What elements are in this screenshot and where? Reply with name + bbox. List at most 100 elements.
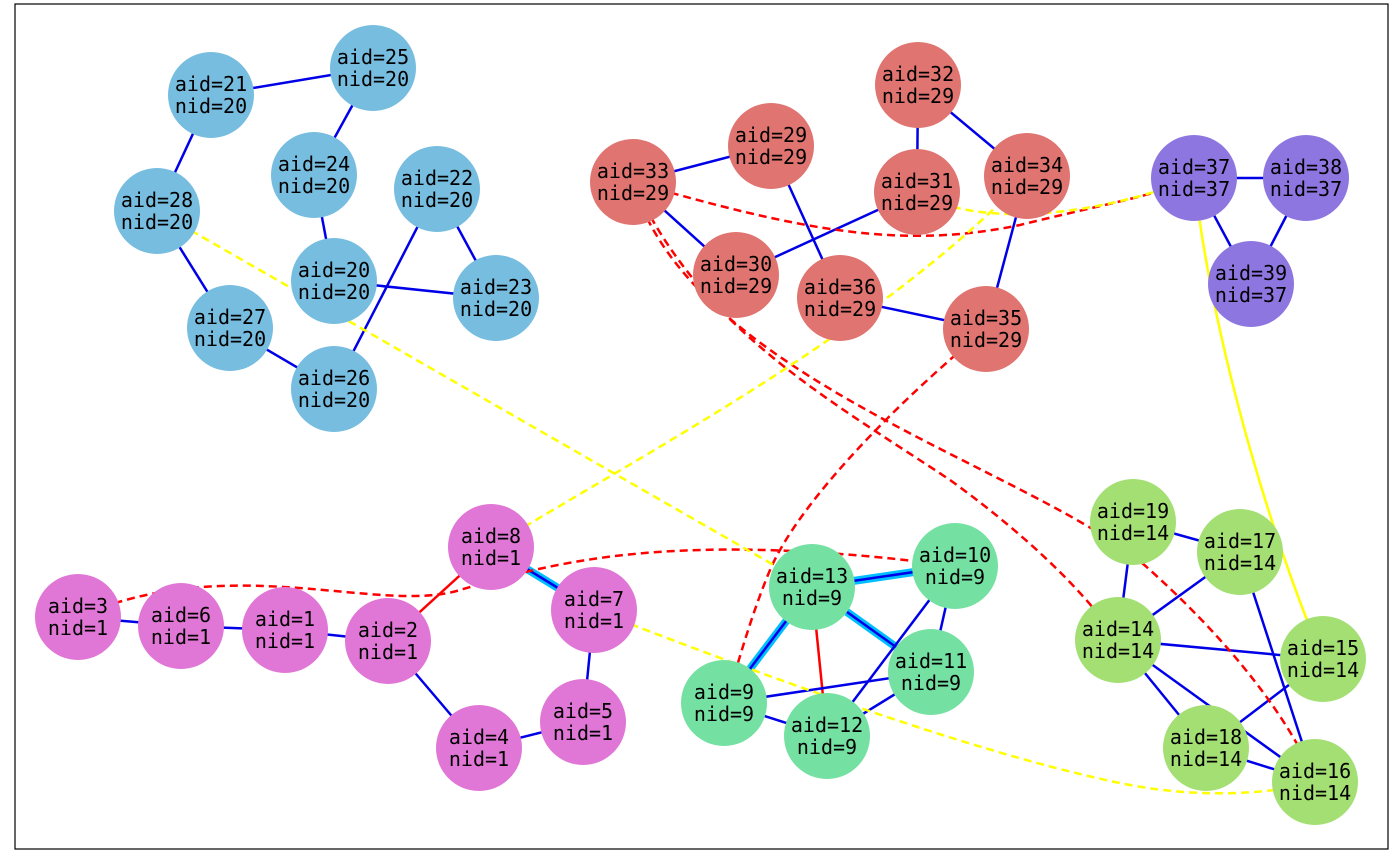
node-circle[interactable] xyxy=(912,523,998,609)
node-circle[interactable] xyxy=(1208,241,1294,327)
node-circle[interactable] xyxy=(681,660,767,746)
node-nid-label: nid=9 xyxy=(782,586,842,610)
node-aid-label: aid=9 xyxy=(694,680,754,704)
node-aid-label: aid=23 xyxy=(460,275,532,299)
node-circle[interactable] xyxy=(138,583,224,669)
node-circle[interactable] xyxy=(1075,597,1161,683)
node-circle[interactable] xyxy=(797,255,883,341)
node-aid-label: aid=33 xyxy=(597,159,669,183)
node-nid-label: nid=1 xyxy=(564,609,624,633)
node-circle[interactable] xyxy=(1272,739,1358,825)
node-circle[interactable] xyxy=(1151,135,1237,221)
node-circle[interactable] xyxy=(114,168,200,254)
edge-line xyxy=(156,209,813,589)
node-circle[interactable] xyxy=(330,25,416,111)
node-circle[interactable] xyxy=(728,103,814,189)
node-circle[interactable] xyxy=(291,346,377,432)
node-nid-label: nid=9 xyxy=(797,735,857,759)
node-circle[interactable] xyxy=(242,587,328,673)
node-circle[interactable] xyxy=(448,504,534,590)
node-circle[interactable] xyxy=(784,693,870,779)
node-circle[interactable] xyxy=(551,567,637,653)
node-circle[interactable] xyxy=(769,544,855,630)
node-circle[interactable] xyxy=(943,286,1029,372)
node-circle[interactable] xyxy=(394,146,480,232)
node-circle[interactable] xyxy=(1263,135,1349,221)
node-circle[interactable] xyxy=(693,232,779,318)
node-circle[interactable] xyxy=(345,598,431,684)
node-aid-label: aid=27 xyxy=(194,305,266,329)
node-circle[interactable] xyxy=(291,238,377,324)
node-circle[interactable] xyxy=(875,42,961,128)
node-circle[interactable] xyxy=(1197,509,1283,595)
node-circle[interactable] xyxy=(984,133,1070,219)
node-aid-label: aid=38 xyxy=(1270,155,1342,179)
edge-line xyxy=(1192,177,1325,660)
node-nid-label: nid=20 xyxy=(401,188,473,212)
node-nid-label: nid=20 xyxy=(298,388,370,412)
node-circle[interactable] xyxy=(888,629,974,715)
node-circle[interactable] xyxy=(874,149,960,235)
node-circle[interactable] xyxy=(35,574,121,660)
node-nid-label: nid=29 xyxy=(881,191,953,215)
node-aid-label: aid=36 xyxy=(804,275,876,299)
node-circle[interactable] xyxy=(436,705,522,791)
node-circle[interactable] xyxy=(168,52,254,138)
node-aid-label: aid=4 xyxy=(449,725,509,749)
node-circle[interactable] xyxy=(1280,616,1366,702)
node-circle[interactable] xyxy=(590,139,676,225)
node-circle[interactable] xyxy=(1090,479,1176,565)
node-circle[interactable] xyxy=(540,679,626,765)
node-nid-label: nid=14 xyxy=(1287,658,1359,682)
node-circle[interactable] xyxy=(1163,705,1249,791)
node-nid-label: nid=20 xyxy=(121,210,193,234)
node-circle[interactable] xyxy=(271,132,357,218)
node-circle[interactable] xyxy=(453,255,539,341)
node-aid-label: aid=37 xyxy=(1158,155,1230,179)
node-circle[interactable] xyxy=(187,285,273,371)
node-aid-label: aid=3 xyxy=(48,594,108,618)
node-aid-label: aid=22 xyxy=(401,166,473,190)
node-nid-label: nid=9 xyxy=(901,671,961,695)
